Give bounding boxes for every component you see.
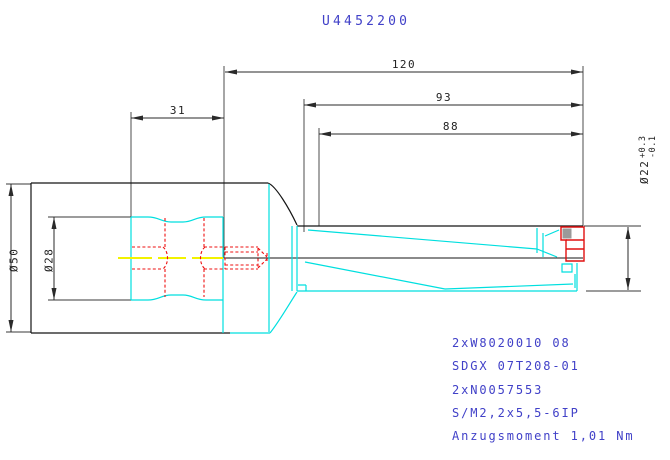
- drill-body-cyan-layer: [130, 184, 578, 334]
- cutting-insert: [560, 226, 585, 262]
- hidden-bore-and-screw: [132, 218, 268, 297]
- dim-coupling-diameter: Ø28: [43, 248, 56, 272]
- dim-body-length: 93: [436, 91, 452, 104]
- svg-text:Ø50: Ø50: [8, 248, 21, 272]
- drawing-number: U4452200: [322, 14, 411, 29]
- note-line: SDGX 07T208-01: [452, 359, 580, 374]
- note-line: S/M2,2x5,5-6IP: [452, 405, 580, 420]
- svg-text:Ø22: Ø22: [638, 160, 651, 184]
- tool-holder-outline: [30, 182, 583, 334]
- component-notes: 2xW8020010 08 SDGX 07T208-01 2xN0057553 …: [452, 332, 635, 448]
- dim-overall-length: 120: [392, 58, 416, 71]
- dim-shank-diameter: Ø50: [8, 248, 21, 272]
- cut-diameter-lower-tolerance: -0.1: [648, 136, 658, 158]
- dimension-arrows: [8, 69, 631, 332]
- note-line: Anzugsmoment 1,01 Nm: [452, 429, 635, 444]
- svg-text:Ø28: Ø28: [43, 248, 56, 272]
- extension-lines: [6, 66, 641, 333]
- dimension-lines: [10, 71, 629, 332]
- dim-flute-length: 88: [443, 120, 459, 133]
- dim-cut-diameter: Ø22 +0.3 -0.1: [638, 136, 658, 184]
- note-line: 2xN0057553: [452, 382, 544, 397]
- cut-diameter-upper-tolerance: +0.3: [638, 136, 648, 158]
- insert-seat: [562, 228, 572, 239]
- note-line: 2xW8020010 08: [452, 336, 571, 350]
- dim-shank-length: 31: [170, 104, 186, 117]
